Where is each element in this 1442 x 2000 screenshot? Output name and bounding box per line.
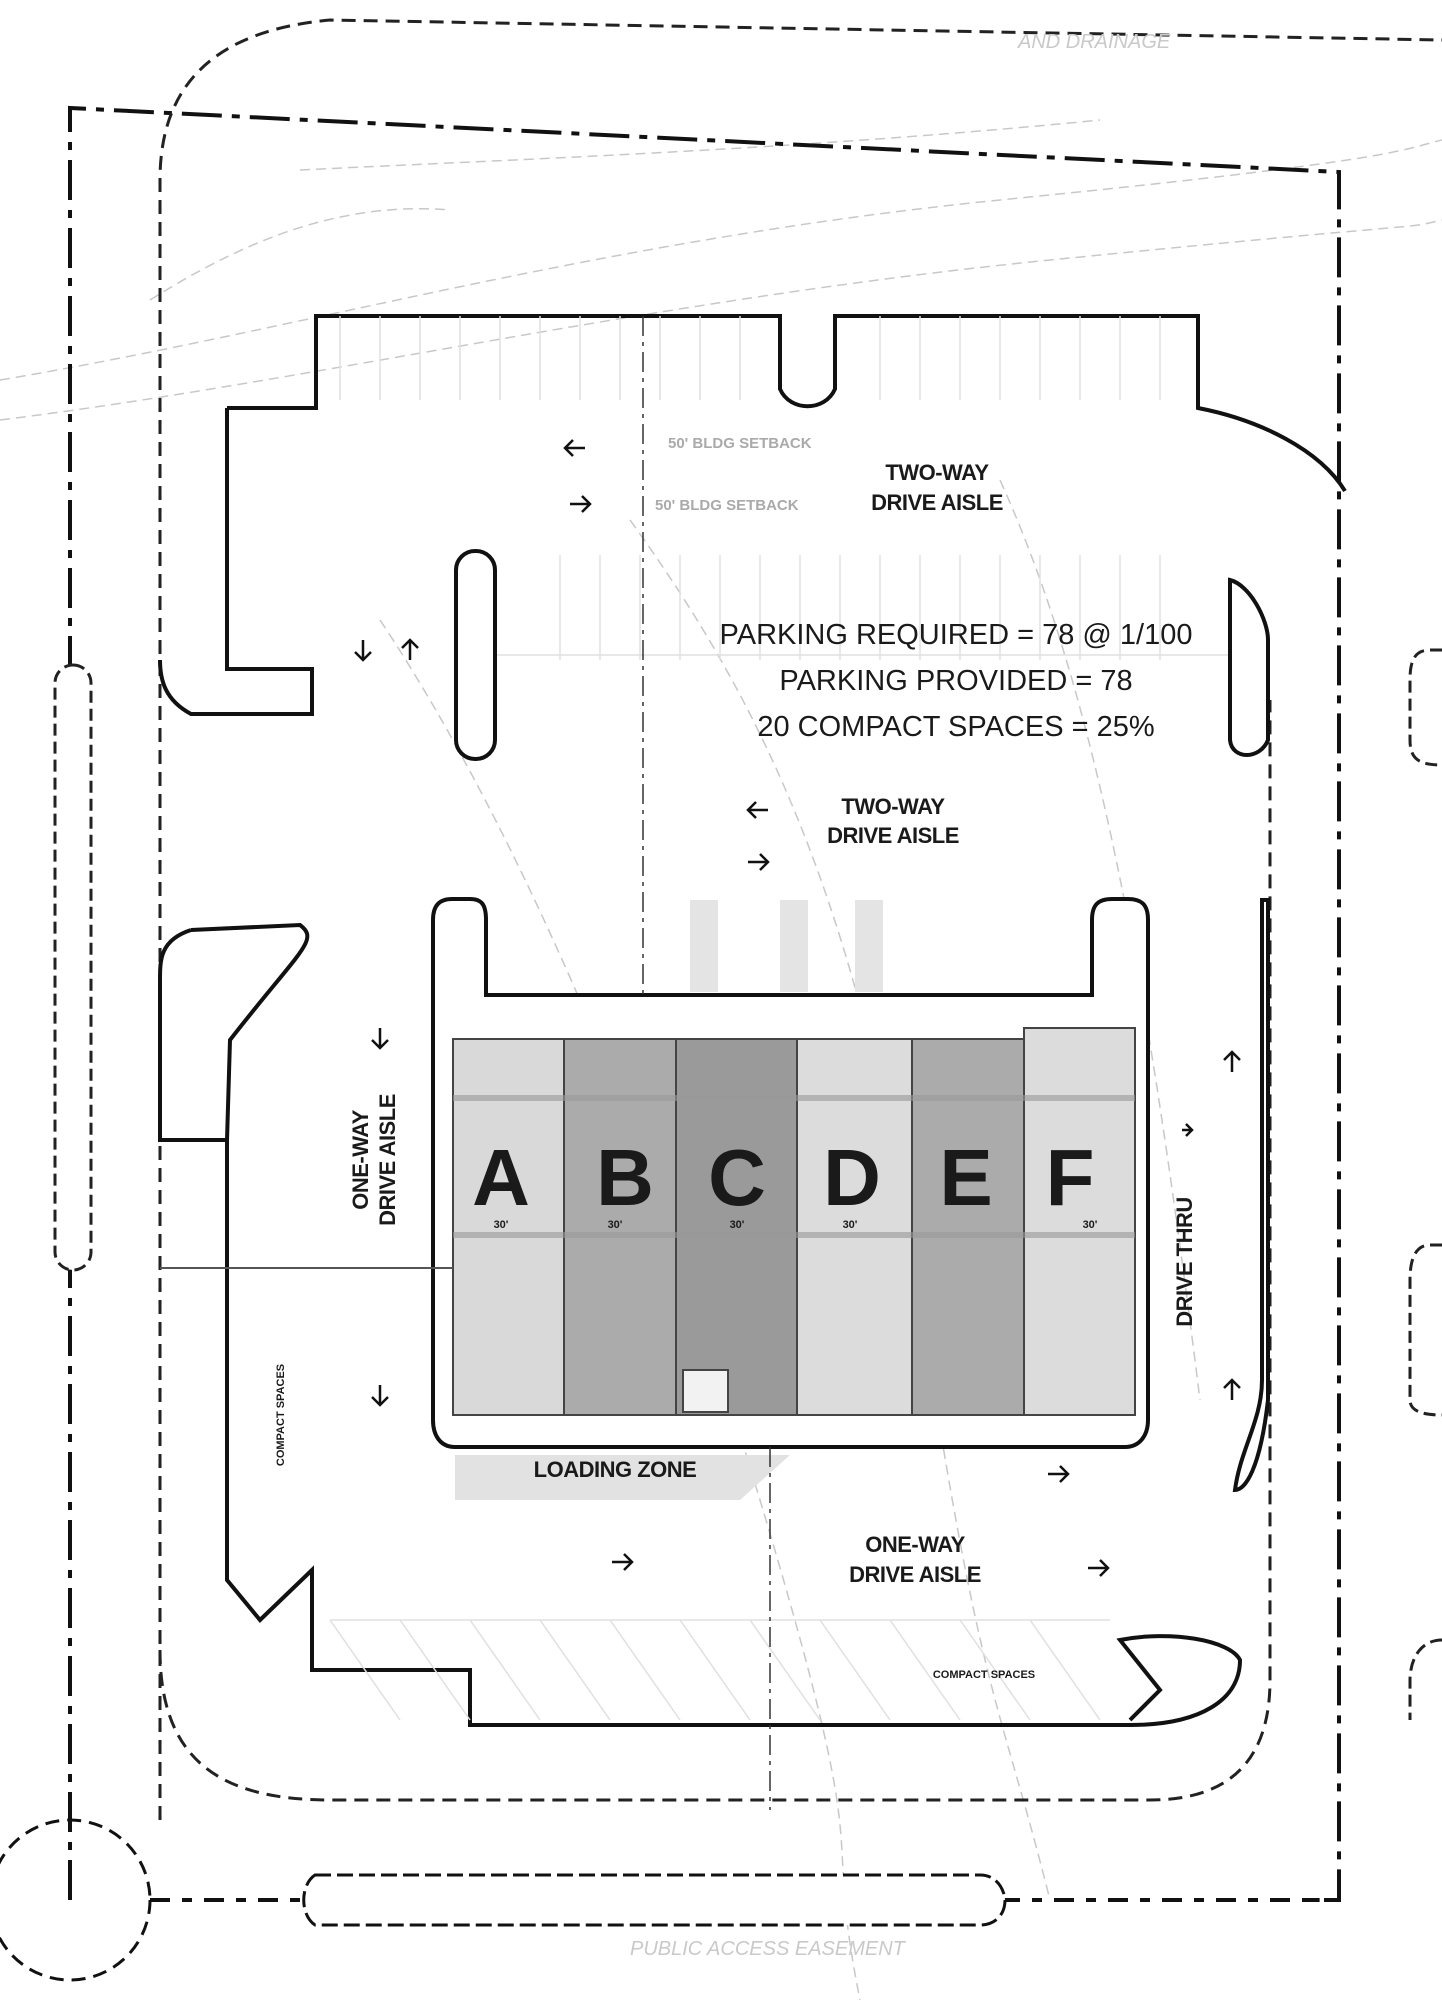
parking-stalls-top (339, 316, 1228, 660)
arrow-right-icon (1088, 1559, 1110, 1577)
bottom-left-circle (0, 1818, 152, 1982)
arrow-left-icon (563, 439, 585, 457)
arrow-down-icon (354, 640, 372, 662)
unit-e-space[interactable] (911, 1038, 1025, 1416)
entry-curb-left (190, 922, 310, 1141)
restroom-box (682, 1369, 729, 1413)
unit-labels: A B C D E F 30' 30' 30' 30' 30' (472, 1133, 1098, 1231)
unit-a-width: 30' (494, 1219, 509, 1231)
compact-spaces-label-left: COMPACT SPACES (275, 1364, 287, 1466)
parking-lot-outline (158, 314, 1347, 1727)
adjacent-lot-curb (1408, 648, 1442, 1720)
tenant-units (452, 1027, 1136, 1416)
setback-label: 50' BLDG SETBACK (668, 435, 812, 452)
arrow-right-icon (570, 495, 592, 513)
unit-f-label: F (1046, 1133, 1095, 1222)
aisle-label-left: DRIVE AISLE (375, 1094, 400, 1226)
unit-a-space[interactable] (452, 1038, 565, 1416)
setback-label: 50' BLDG SETBACK (655, 497, 799, 514)
unit-c-label: C (708, 1133, 766, 1222)
arrow-up-icon (1223, 1050, 1241, 1072)
parking-provided-note: PARKING PROVIDED = 78 (779, 665, 1132, 697)
building-front-stalls (690, 900, 883, 992)
parking-island-left (454, 549, 497, 761)
unit-b-space[interactable] (563, 1038, 677, 1416)
arrow-left-icon (746, 801, 768, 819)
arrow-right-icon (1048, 1465, 1070, 1483)
arrow-down-icon (371, 1385, 389, 1407)
drive-thru-curb (1232, 898, 1270, 1493)
aisle-label-top: TWO-WAY (885, 460, 989, 485)
compact-spaces-note: 20 COMPACT SPACES = 25% (757, 711, 1154, 743)
aisle-label-middle: TWO-WAY (841, 794, 945, 819)
unit-f-space[interactable] (1023, 1027, 1136, 1416)
arrow-right-icon (1182, 1123, 1194, 1137)
arrow-right-icon (748, 853, 770, 871)
median-left (53, 663, 93, 1272)
unit-d-space[interactable] (796, 1038, 913, 1416)
aisle-label-middle: DRIVE AISLE (827, 823, 959, 848)
unit-a-label: A (472, 1133, 530, 1222)
unit-b-label: B (596, 1133, 654, 1222)
arrow-down-icon (371, 1028, 389, 1050)
unit-f-width: 30' (1083, 1219, 1098, 1231)
compact-spaces-label-bottom: COMPACT SPACES (933, 1669, 1035, 1681)
drainage-note: AND DRAINAGE (1017, 31, 1171, 53)
curb-outline (158, 18, 1442, 1820)
aisle-label-left: ONE-WAY (348, 1109, 373, 1209)
arrow-up-icon (1223, 1378, 1241, 1400)
loading-zone (455, 1455, 790, 1500)
loading-zone-label: LOADING ZONE (534, 1457, 697, 1482)
aisle-label-top: DRIVE AISLE (871, 490, 1003, 515)
drive-thru-label: DRIVE THRU (1172, 1197, 1197, 1326)
aisle-label-bottom: DRIVE AISLE (849, 1562, 981, 1587)
arrow-up-icon (401, 638, 419, 660)
unit-b-width: 30' (608, 1219, 623, 1231)
unit-c-space[interactable] (675, 1038, 798, 1416)
traffic-arrows (354, 439, 1241, 1577)
unit-d-width: 30' (843, 1219, 858, 1231)
unit-d-label: D (823, 1133, 881, 1222)
parking-required-note: PARKING REQUIRED = 78 @ 1/100 (720, 619, 1193, 651)
aisle-label-bottom: ONE-WAY (865, 1532, 965, 1557)
unit-e-label: E (939, 1133, 992, 1222)
unit-c-width: 30' (730, 1219, 745, 1231)
arrow-right-icon (612, 1553, 634, 1571)
easement-note: PUBLIC ACCESS EASEMENT (630, 1938, 907, 1960)
parking-island-right (1228, 577, 1270, 757)
median-bottom (302, 1873, 1007, 1927)
parking-stalls-bottom (329, 1619, 1110, 1721)
